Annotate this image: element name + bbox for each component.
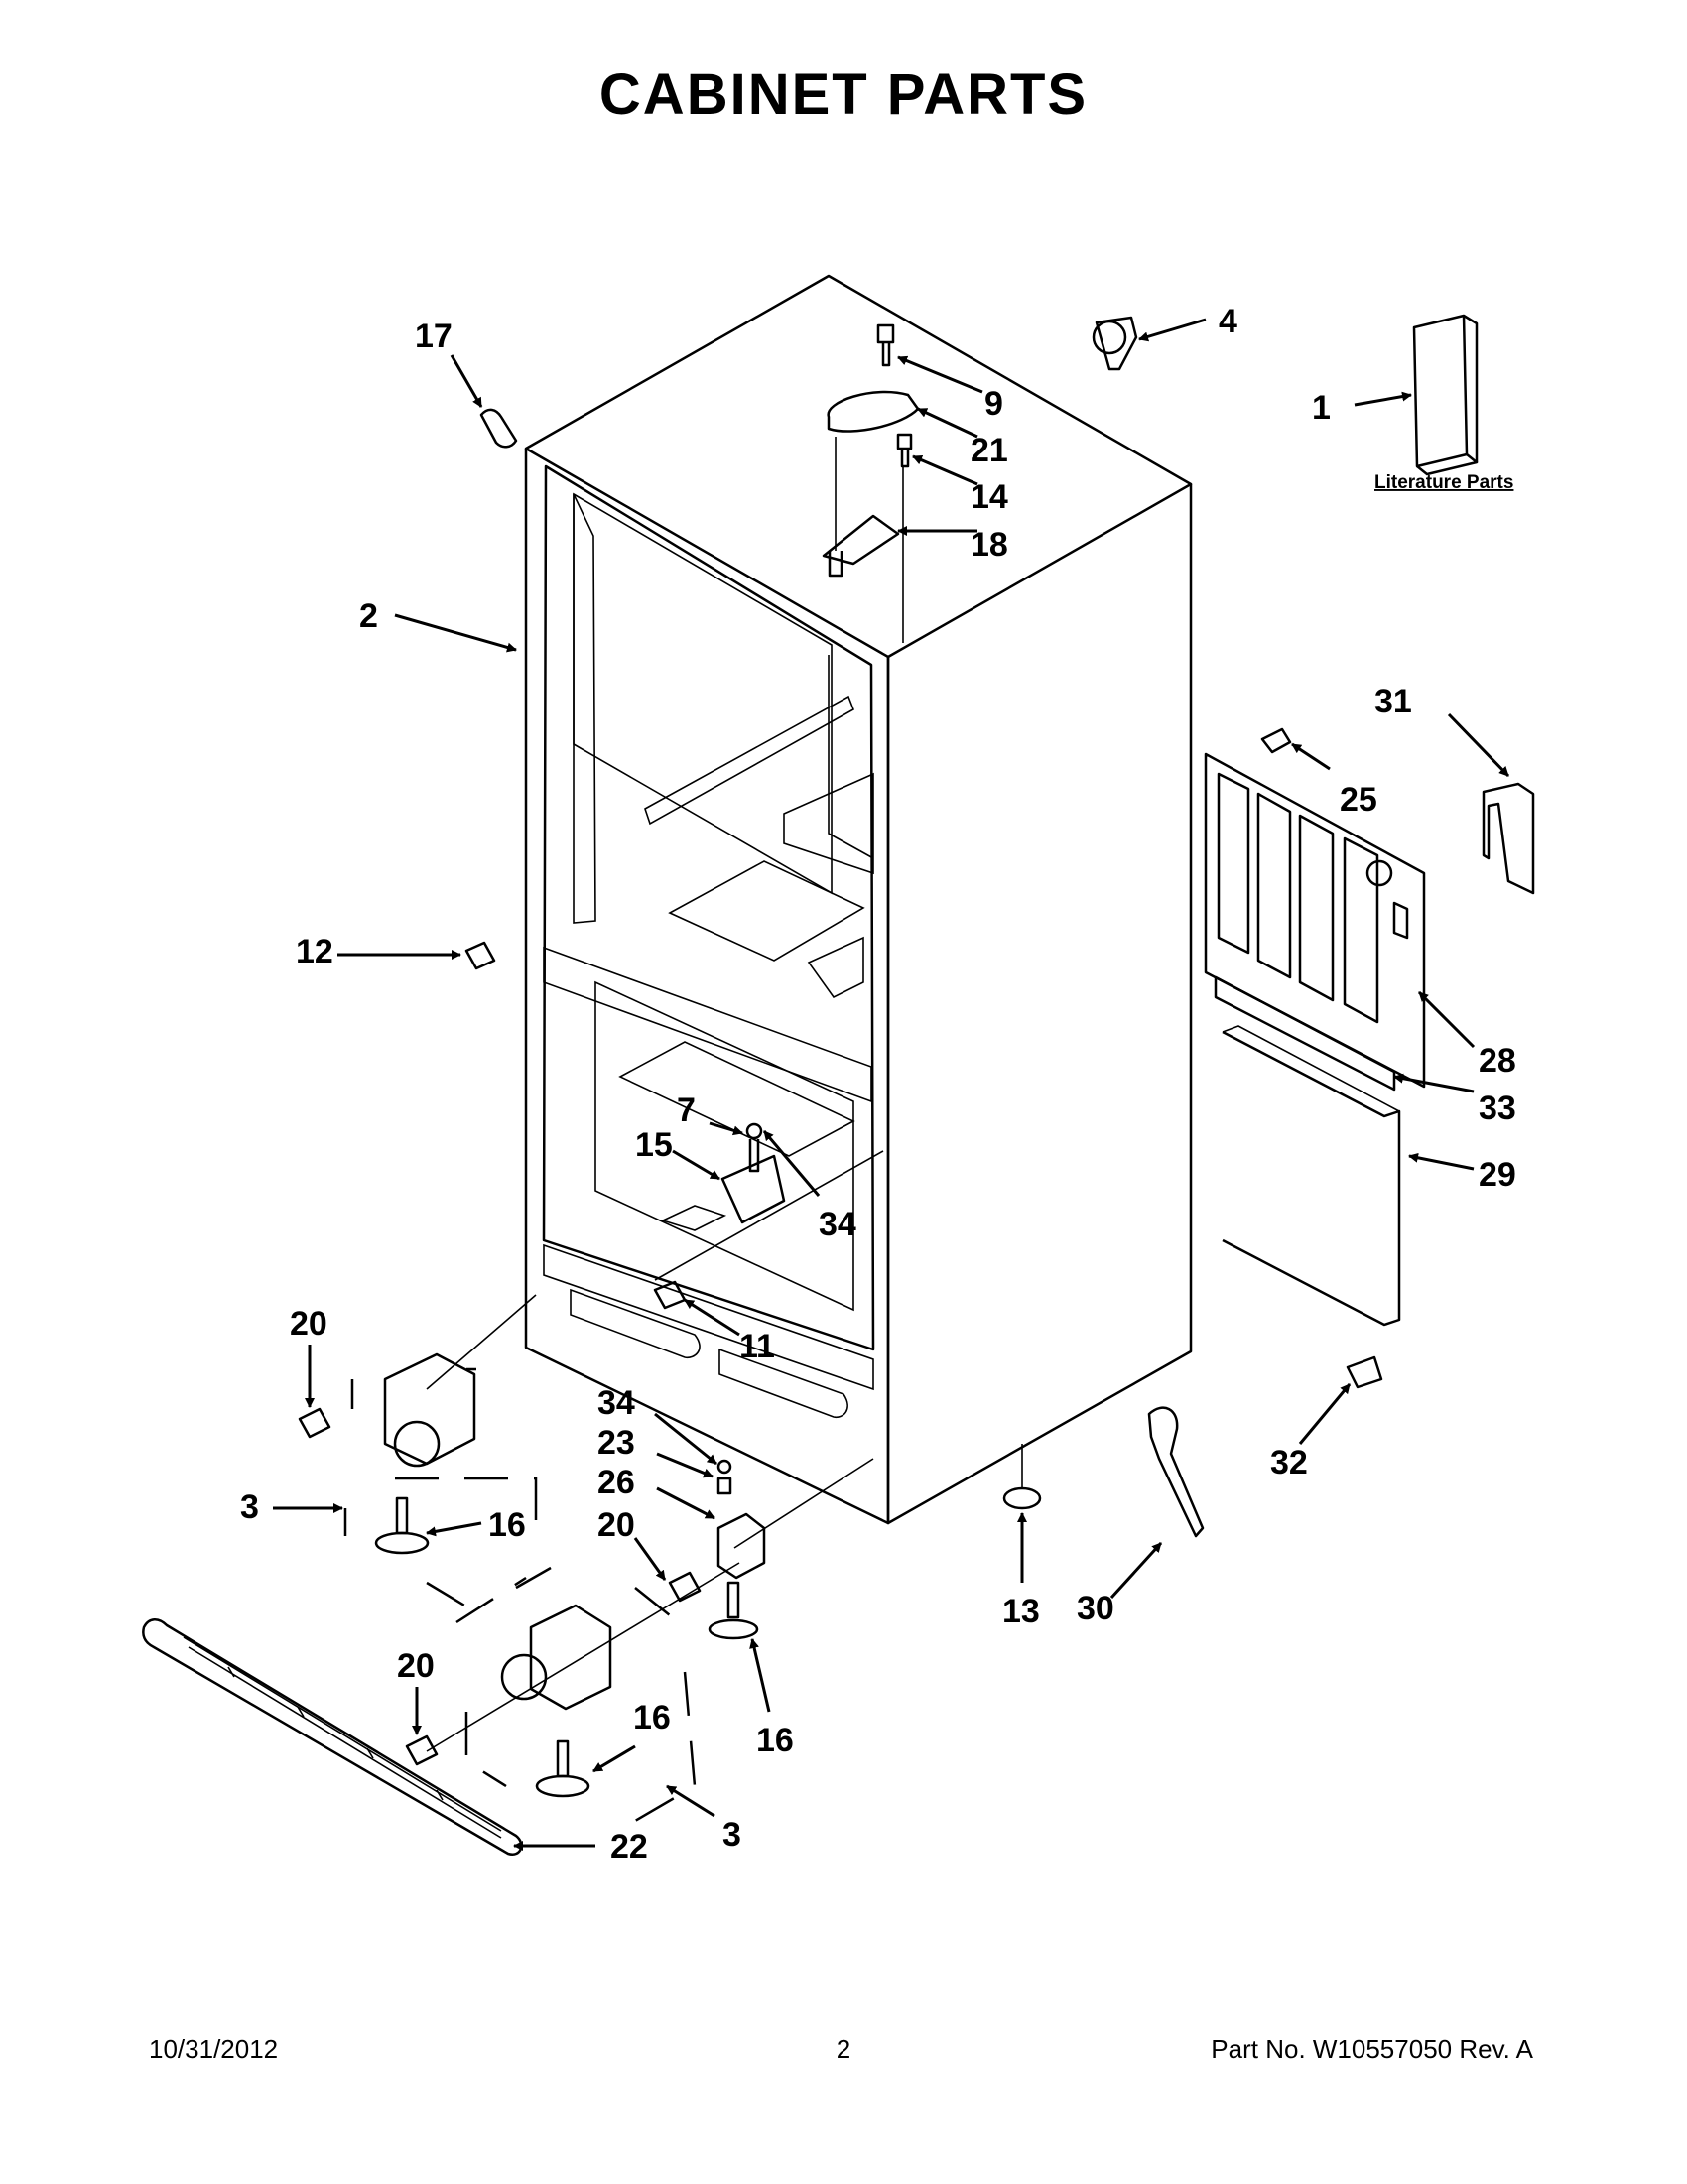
part-20-screw-a <box>298 1407 331 1439</box>
callout-7: 7 <box>677 1092 696 1129</box>
part-17-shape <box>479 408 518 449</box>
callout-18: 18 <box>971 526 1008 564</box>
callout-11: 11 <box>739 1328 775 1365</box>
footer-part-number: Part No. W10557050 Rev. A <box>1211 2034 1533 2064</box>
callout-29: 29 <box>1479 1156 1516 1194</box>
footer-date: 10/31/2012 <box>149 2034 279 2064</box>
callout-33: 33 <box>1479 1090 1516 1127</box>
part-22-toe-grille <box>142 1618 523 1856</box>
part-13-grommet <box>1002 1486 1042 1510</box>
callout-2: 2 <box>359 597 378 635</box>
footer-page-number: 2 <box>836 2034 851 2064</box>
page-title: CABINET PARTS <box>598 63 1089 127</box>
callout-1: 1 <box>1312 389 1331 427</box>
callout-32: 32 <box>1270 1444 1308 1481</box>
callout-labels: 17 9 21 14 18 4 1 2 31 25 28 33 29 12 7 … <box>240 303 1516 1865</box>
part-30-wand <box>1147 1406 1205 1538</box>
callout-3b: 3 <box>722 1816 741 1854</box>
callout-22: 22 <box>610 1828 648 1865</box>
interior-mechanism <box>654 1122 884 1281</box>
callout-25: 25 <box>1340 781 1377 819</box>
leveling-bracket <box>708 1458 874 1640</box>
part-12-screw <box>464 941 496 970</box>
callout-15: 15 <box>635 1126 673 1164</box>
callout-12: 12 <box>296 933 333 970</box>
callout-14: 14 <box>971 478 1008 516</box>
literature-booklet <box>1412 314 1479 476</box>
callout-31: 31 <box>1374 683 1412 720</box>
grille-strip <box>1214 975 1396 1092</box>
part-32-clip <box>1346 1355 1383 1389</box>
callout-13: 13 <box>1002 1593 1040 1630</box>
callout-30: 30 <box>1077 1590 1114 1627</box>
part-4-shape <box>1092 316 1138 371</box>
callout-16c: 16 <box>756 1722 794 1759</box>
top-hinge-parts <box>822 323 920 643</box>
callout-23: 23 <box>597 1424 635 1462</box>
callout-9: 9 <box>984 385 1003 423</box>
callout-arrows <box>273 318 1510 1851</box>
callout-21: 21 <box>971 432 1008 469</box>
rear-grille <box>1204 752 1426 1089</box>
callout-3a: 3 <box>240 1488 259 1526</box>
callout-17: 17 <box>415 318 453 355</box>
caster-assembly-rear <box>343 1294 552 1614</box>
callout-4: 4 <box>1219 303 1237 340</box>
callout-20b: 20 <box>597 1506 635 1544</box>
callout-26: 26 <box>597 1464 635 1501</box>
part-20-screw-c <box>405 1734 439 1766</box>
cabinet-shell <box>524 274 1193 1525</box>
callout-16b: 16 <box>633 1699 671 1736</box>
callout-20c: 20 <box>397 1647 435 1685</box>
callout-34b: 34 <box>597 1384 635 1422</box>
part-20-screw-b <box>668 1571 702 1603</box>
part-31-shape <box>1482 782 1535 895</box>
literature-parts-label: Literature Parts <box>1374 472 1513 493</box>
caster-assembly-front <box>426 1562 740 1823</box>
front-panel <box>1222 1030 1401 1327</box>
callout-34a: 34 <box>819 1206 856 1243</box>
callout-16a: 16 <box>488 1506 526 1544</box>
callout-20a: 20 <box>290 1305 327 1343</box>
callout-28: 28 <box>1479 1042 1516 1080</box>
part-25-screw <box>1260 727 1292 754</box>
